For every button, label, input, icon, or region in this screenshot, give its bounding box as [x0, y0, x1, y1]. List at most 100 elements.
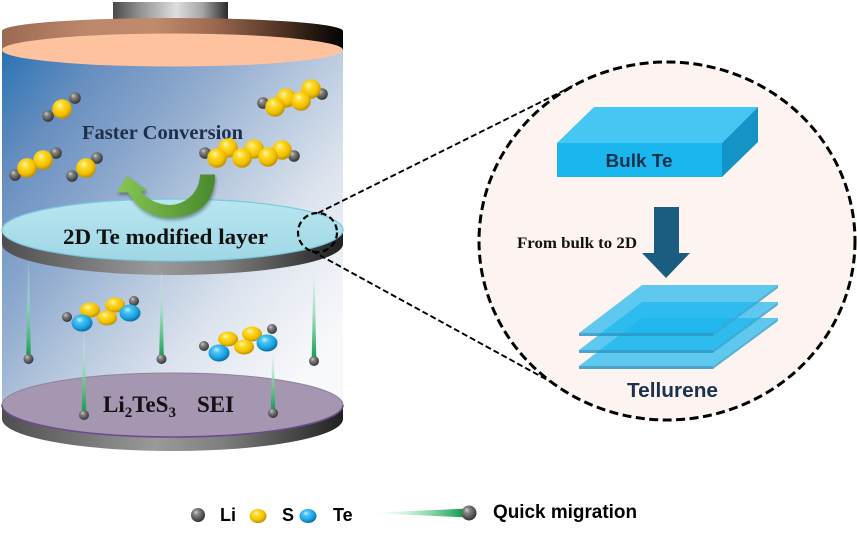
li-ion — [309, 356, 319, 366]
legend-label-li: Li — [220, 505, 236, 525]
bulk-te-side-face — [722, 107, 758, 177]
li-migration-trails — [23, 262, 319, 420]
sei-formula-li: Li — [103, 392, 125, 417]
te-atom-icon — [299, 509, 317, 523]
bulk-te-top-face — [557, 107, 758, 143]
s-atom — [80, 302, 100, 318]
migration-trail-icon — [375, 508, 463, 518]
s-atom — [17, 158, 37, 178]
migration-trail — [311, 262, 317, 359]
migration-trail — [81, 330, 87, 413]
legend-item-li: Li — [191, 505, 236, 525]
li-atom — [267, 324, 277, 334]
li-atom — [91, 152, 103, 164]
tellurene-sheet — [579, 285, 778, 336]
sei-formula-subscript-2: 2 — [125, 405, 133, 421]
li-atom — [199, 341, 209, 351]
cell-terminal — [113, 2, 228, 20]
s-atom — [76, 158, 96, 178]
conversion-arrow-body — [116, 174, 215, 218]
conversion-arrow-icon — [116, 174, 216, 220]
li-atom-icon — [191, 508, 205, 522]
sheet-side-edge — [713, 302, 778, 353]
li-migration-path — [79, 330, 89, 420]
li-migration-path — [309, 262, 319, 366]
s-atom — [258, 147, 278, 167]
sheet-front-edge — [579, 333, 713, 336]
legend-item-te: Te — [299, 505, 353, 525]
li-atom — [129, 296, 139, 306]
s-atom — [105, 297, 125, 313]
sei-layer-front-outline — [1, 404, 344, 438]
tellurene-label: Tellurene — [627, 379, 718, 402]
s-atom — [97, 310, 117, 326]
sei-suffix: SEI — [197, 392, 234, 417]
li-atom — [69, 92, 81, 104]
sei-layer — [1, 372, 344, 451]
s-atom — [242, 326, 262, 342]
te-atom — [256, 334, 278, 352]
te-atom — [71, 314, 93, 332]
lithium-polysulfide-molecule — [66, 152, 103, 182]
cap-underside — [2, 33, 343, 67]
li-ion-icon — [461, 505, 477, 521]
conversion-label: Faster Conversion — [82, 122, 244, 144]
te-atom — [208, 344, 230, 362]
s-atom — [291, 91, 311, 111]
s-atom — [234, 339, 254, 355]
migration-trail — [26, 262, 31, 357]
sheet-side-edge — [713, 318, 778, 369]
li-ion — [156, 354, 167, 364]
zoom-focus-circle — [296, 211, 339, 254]
li-ion — [79, 410, 89, 420]
sheet-front-edge — [579, 350, 713, 353]
s-atom — [265, 97, 285, 117]
sheet-side-edge — [713, 285, 778, 336]
migration-trail — [270, 346, 276, 411]
li-ion — [23, 354, 34, 364]
li-ion — [268, 408, 278, 418]
li-atom — [50, 147, 62, 159]
sheet-front-edge — [579, 366, 713, 369]
bulk-te-label: Bulk Te — [606, 150, 673, 171]
s-atom — [33, 150, 53, 170]
legend-label-te: Te — [333, 505, 353, 525]
lithium-polysulfide-molecule — [257, 79, 328, 117]
tellurene-inset: Bulk Te From bulk to 2D Tellurene — [477, 60, 857, 422]
li-migration-path — [23, 262, 34, 364]
sei-formula-tes: TeS — [132, 392, 168, 417]
lithium-polysulfide-molecule — [42, 92, 81, 122]
lower-molecules — [62, 296, 278, 362]
tellurene-sheets — [579, 285, 778, 369]
s-atom — [207, 148, 227, 168]
interlayer-surface — [1, 198, 344, 262]
li-atom — [62, 312, 72, 322]
migration-trail — [159, 272, 164, 357]
s-atom — [52, 99, 72, 119]
s-atom — [232, 148, 252, 168]
li-migration-path — [156, 272, 167, 364]
li-atom — [42, 110, 54, 122]
upper-molecules — [9, 79, 328, 182]
li-migration-path — [268, 346, 278, 418]
legend-label-s: S — [282, 505, 294, 525]
li-atom — [66, 170, 78, 182]
lithium-polysulfide-molecule — [9, 147, 62, 181]
s-atom-icon — [249, 509, 267, 523]
s-atom — [218, 331, 238, 347]
li-atom — [9, 169, 21, 181]
cell-top-cap — [2, 2, 343, 67]
li-te-s-chain-molecule — [62, 296, 141, 332]
bulk-to-2d-arrow-icon — [642, 207, 690, 278]
sei-formula-subscript-3: 3 — [168, 405, 176, 421]
sheet-surface — [579, 285, 778, 333]
interlayer — [1, 198, 344, 275]
lithium-polysulfide-molecule — [199, 138, 300, 168]
li-te-s-chain-molecule — [199, 324, 278, 362]
bulk-te-block: Bulk Te — [557, 107, 758, 177]
zoom-guide-line-lower — [311, 250, 554, 384]
bulk-te-front-face — [557, 143, 722, 177]
legend-item-s: S — [249, 505, 294, 525]
sei-label: Li2TeS3 SEI — [103, 392, 234, 421]
